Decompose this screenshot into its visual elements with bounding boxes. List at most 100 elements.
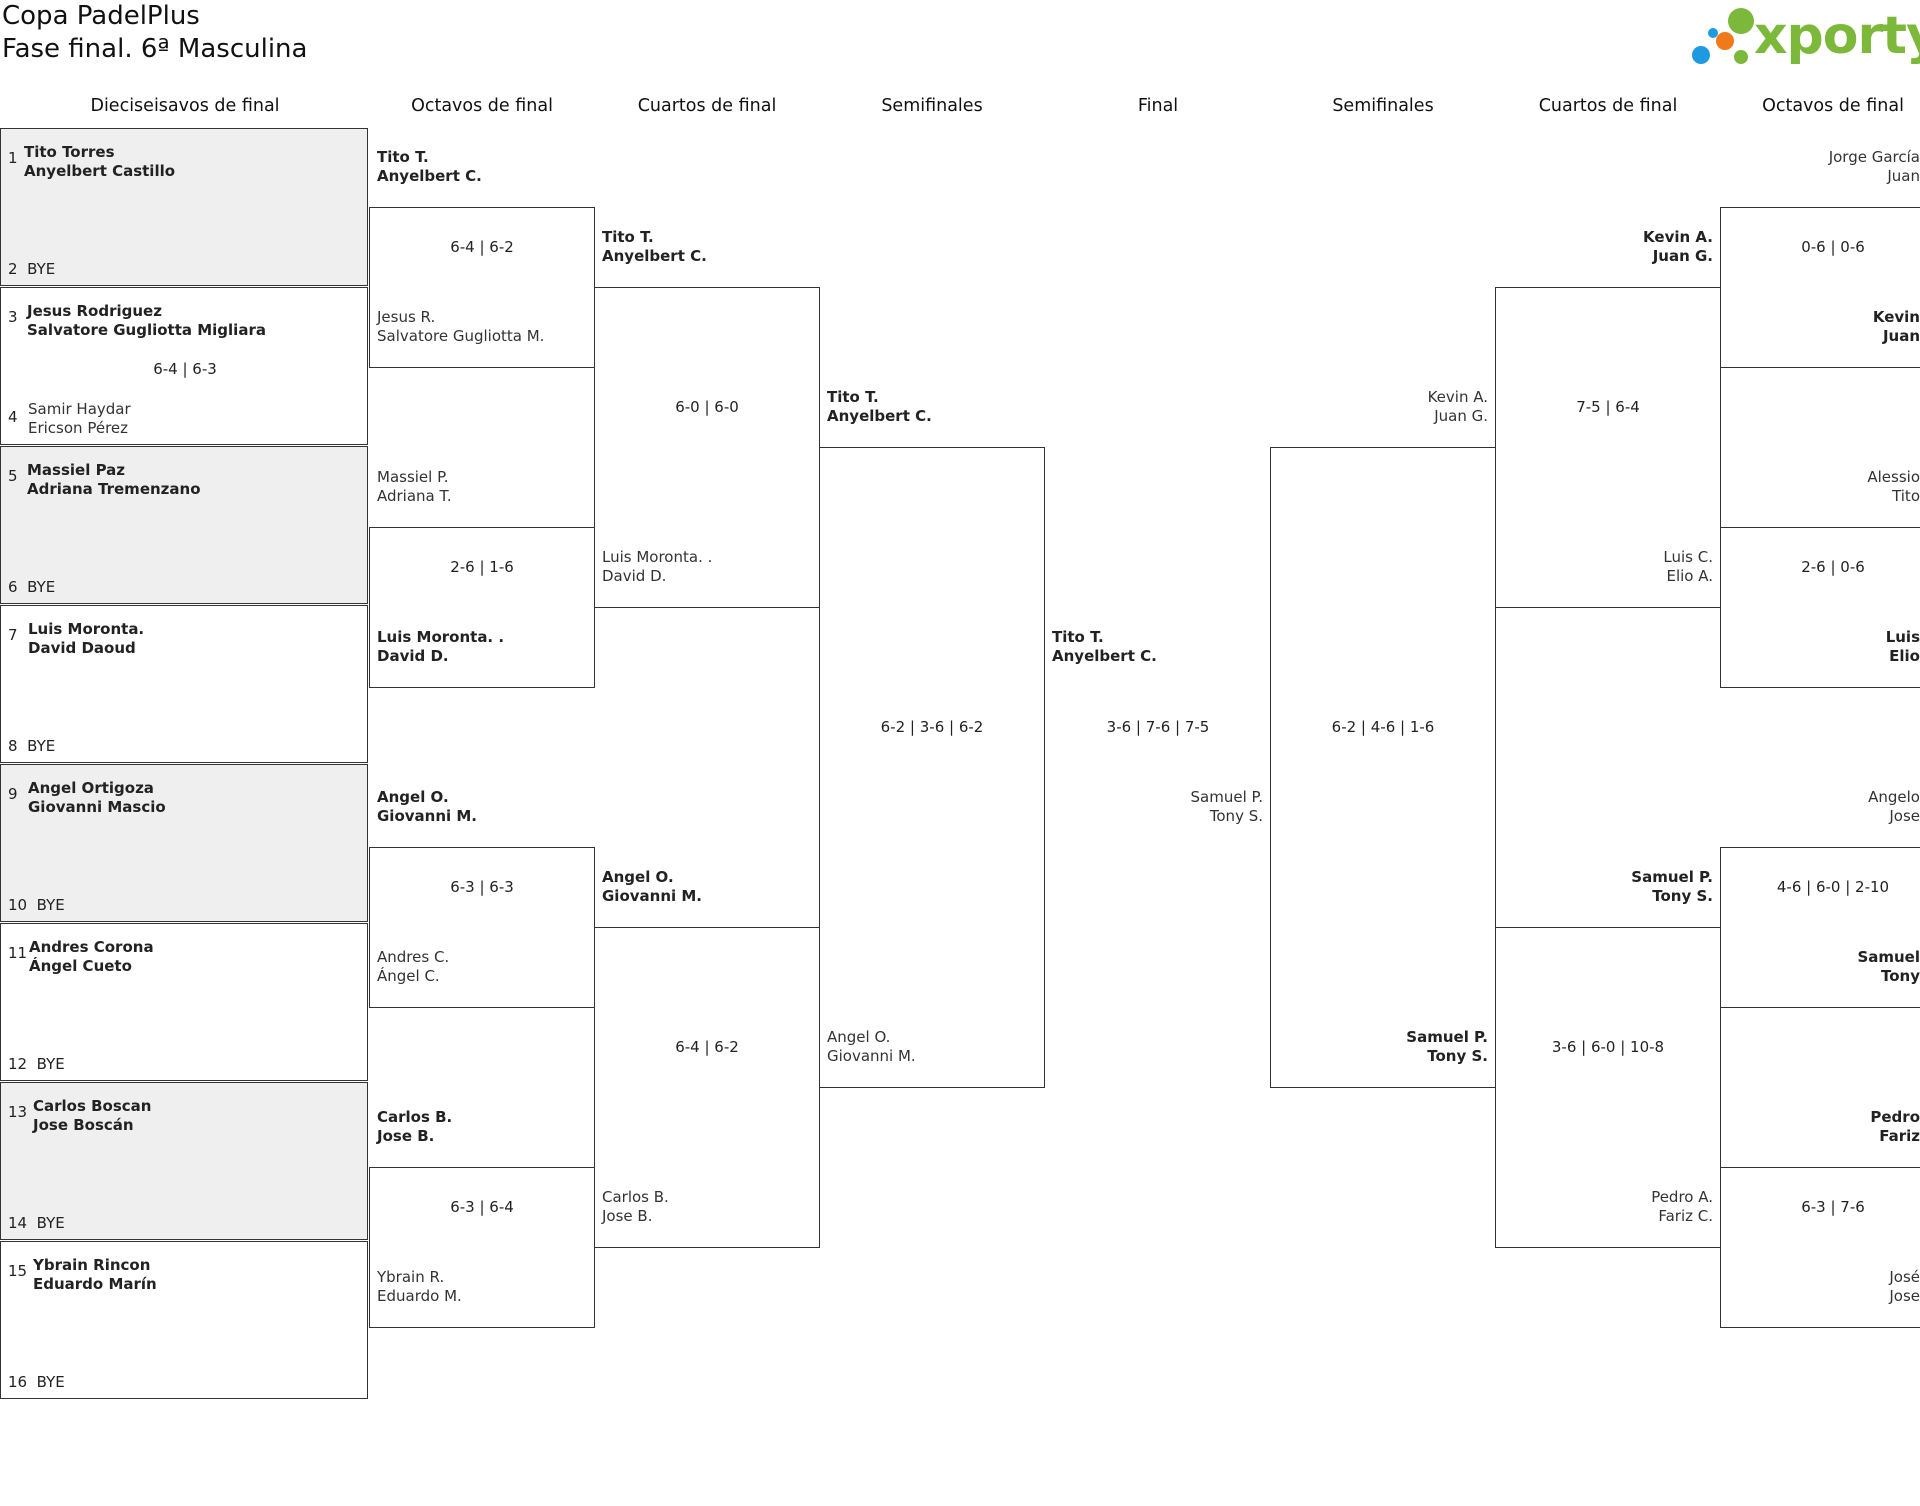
r16-score: 6-3 | 6-3 — [450, 878, 514, 896]
seed-score: 6-4 | 6-3 — [153, 360, 217, 378]
round-header-qf: Cuartos de final — [637, 96, 777, 116]
r16-score: 6-4 | 6-2 — [450, 238, 514, 256]
sf-connector-right — [1270, 447, 1496, 1088]
r16-connector-3 — [369, 847, 595, 1008]
r16-team: Tito T.Anyelbert C. — [377, 148, 482, 185]
sf-right-team: Kevin A.Juan G. — [1427, 388, 1488, 425]
r16-connector-right-4 — [1720, 1167, 1920, 1328]
final-score: 3-6 | 7-6 | 7-5 — [1106, 718, 1210, 736]
qf-team: Angel O.Giovanni M. — [602, 868, 703, 905]
final-team-runnerup: Samuel P.Tony S. — [1190, 788, 1263, 825]
r16-team: Carlos B.Jose B. — [377, 1108, 453, 1145]
round-header-qf-right: Cuartos de final — [1538, 96, 1678, 116]
round-header-final: Final — [1137, 96, 1179, 116]
xporty-logo: xporty — [1690, 2, 1920, 72]
sf-score: 6-2 | 3-6 | 6-2 — [880, 718, 984, 736]
r16-team: Jesus R.Salvatore Gugliotta M. — [377, 308, 545, 345]
qf-connector-right-1 — [1495, 287, 1721, 608]
r16-team: Andres C.Ángel C. — [377, 948, 450, 985]
logo-dot-green-small — [1734, 50, 1748, 64]
r16-team: Luis Moronta. .David D. — [377, 628, 505, 665]
logo-dot-green — [1728, 8, 1754, 34]
round-header-sf-right: Semifinales — [1332, 96, 1434, 116]
seed-team-bottom: 10 BYE — [8, 896, 65, 914]
qf-right-team: Kevin A.Juan G. — [1643, 228, 1713, 265]
r16-connector-right-2 — [1720, 527, 1920, 688]
qf-connector-right-2 — [1495, 927, 1721, 1248]
r16-connector-2 — [369, 527, 595, 688]
r16-connector-1 — [369, 207, 595, 368]
r16-team: Ybrain R.Eduardo M. — [377, 1268, 462, 1305]
seed-team-bottom: 8 BYE — [8, 737, 56, 755]
final-team-winner: Tito T.Anyelbert C. — [1052, 628, 1157, 665]
sf-right-score: 6-2 | 4-6 | 1-6 — [1331, 718, 1435, 736]
r16-score: 6-3 | 6-4 — [450, 1198, 514, 1216]
round-header-sf: Semifinales — [881, 96, 983, 116]
seed-team-bottom: 2 BYE — [8, 260, 56, 278]
qf-team: Luis Moronta. .David D. — [602, 548, 713, 585]
r16-connector-right-1 — [1720, 207, 1920, 368]
qf-team: Carlos B.Jose B. — [602, 1188, 669, 1225]
r16-connector-4 — [369, 1167, 595, 1328]
seed-team-bottom: 16 BYE — [8, 1373, 65, 1391]
logo-dot-blue — [1692, 46, 1710, 64]
sf-connector-left — [819, 447, 1045, 1088]
sf-right-team: Samuel P.Tony S. — [1406, 1028, 1488, 1065]
qf-right-score: 7-5 | 6-4 — [1576, 398, 1640, 416]
logo-dot-blue-small — [1708, 28, 1718, 38]
qf-right-team: Pedro A.Fariz C. — [1651, 1188, 1713, 1225]
sf-team: Angel O.Giovanni M. — [827, 1028, 916, 1065]
logo-text: xporty — [1754, 6, 1920, 66]
r16-right-score: 0-6 | 0-6 — [1801, 238, 1865, 256]
r16-team: Massiel P.Adriana T. — [377, 468, 452, 505]
qf-score: 6-0 | 6-0 — [675, 398, 739, 416]
r16-score: 2-6 | 1-6 — [450, 558, 514, 576]
qf-connector-2 — [594, 927, 820, 1248]
qf-connector-1 — [594, 287, 820, 608]
qf-right-team: Samuel P.Tony S. — [1631, 868, 1713, 905]
tournament-title: Copa PadelPlus — [2, 1, 200, 31]
r16-right-score: 4-6 | 6-0 | 2-10 — [1776, 878, 1890, 896]
seed-team-bottom: 6 BYE — [8, 578, 56, 596]
round-header-r32: Dieciseisavos de final — [90, 96, 280, 116]
logo-dot-orange — [1716, 32, 1734, 50]
seed-team-bottom: 14 BYE — [8, 1214, 65, 1232]
sf-team: Tito T.Anyelbert C. — [827, 388, 932, 425]
r16-connector-right-3 — [1720, 847, 1920, 1008]
round-header-r16-right: Octavos de final — [1762, 96, 1904, 116]
qf-score: 6-4 | 6-2 — [675, 1038, 739, 1056]
r16-team: Angel O.Giovanni M. — [377, 788, 478, 825]
qf-team: Tito T.Anyelbert C. — [602, 228, 707, 265]
r16-right-score: 6-3 | 7-6 — [1801, 1198, 1865, 1216]
qf-right-score: 3-6 | 6-0 | 10-8 — [1551, 1038, 1665, 1056]
qf-right-team: Luis C.Elio A. — [1663, 548, 1713, 585]
r16-right-score: 2-6 | 0-6 — [1801, 558, 1865, 576]
tournament-subtitle: Fase final. 6ª Masculina — [2, 34, 308, 64]
round-header-r16: Octavos de final — [411, 96, 553, 116]
seed-team-bottom: 12 BYE — [8, 1055, 65, 1073]
